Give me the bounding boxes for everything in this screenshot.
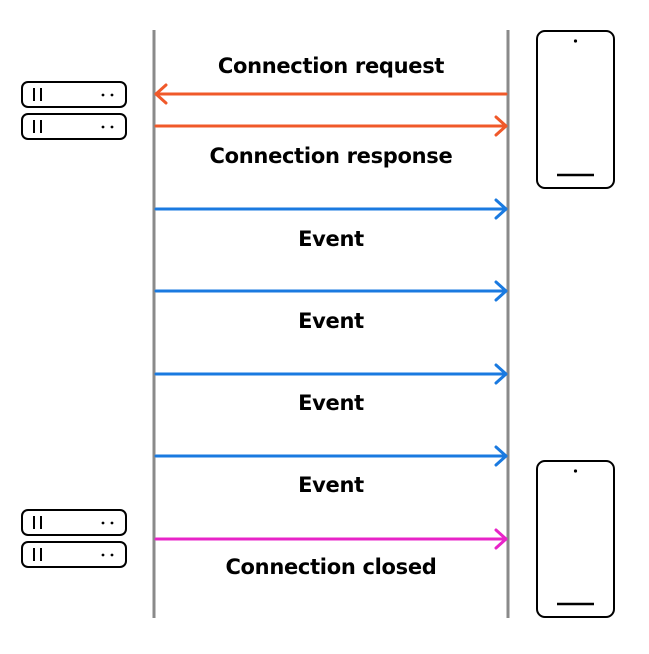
server-icon <box>21 81 127 140</box>
arrow-event-1 <box>154 198 508 220</box>
message-label-event: Event <box>298 309 364 333</box>
arrow-connection-closed <box>154 528 508 550</box>
arrow-connection-request <box>154 83 508 105</box>
message-label-event: Event <box>298 473 364 497</box>
arrow-event-3 <box>154 363 508 385</box>
server-icon <box>21 509 127 568</box>
message-label-connection-closed: Connection closed <box>225 555 437 579</box>
message-label-connection-request: Connection request <box>217 54 445 78</box>
message-label-event: Event <box>298 391 364 415</box>
phone-icon <box>536 460 615 618</box>
arrow-event-4 <box>154 445 508 467</box>
message-label-connection-response: Connection response <box>209 144 453 168</box>
arrow-connection-response <box>154 115 508 137</box>
message-label-event: Event <box>298 227 364 251</box>
arrow-event-2 <box>154 280 508 302</box>
phone-icon <box>536 30 615 189</box>
